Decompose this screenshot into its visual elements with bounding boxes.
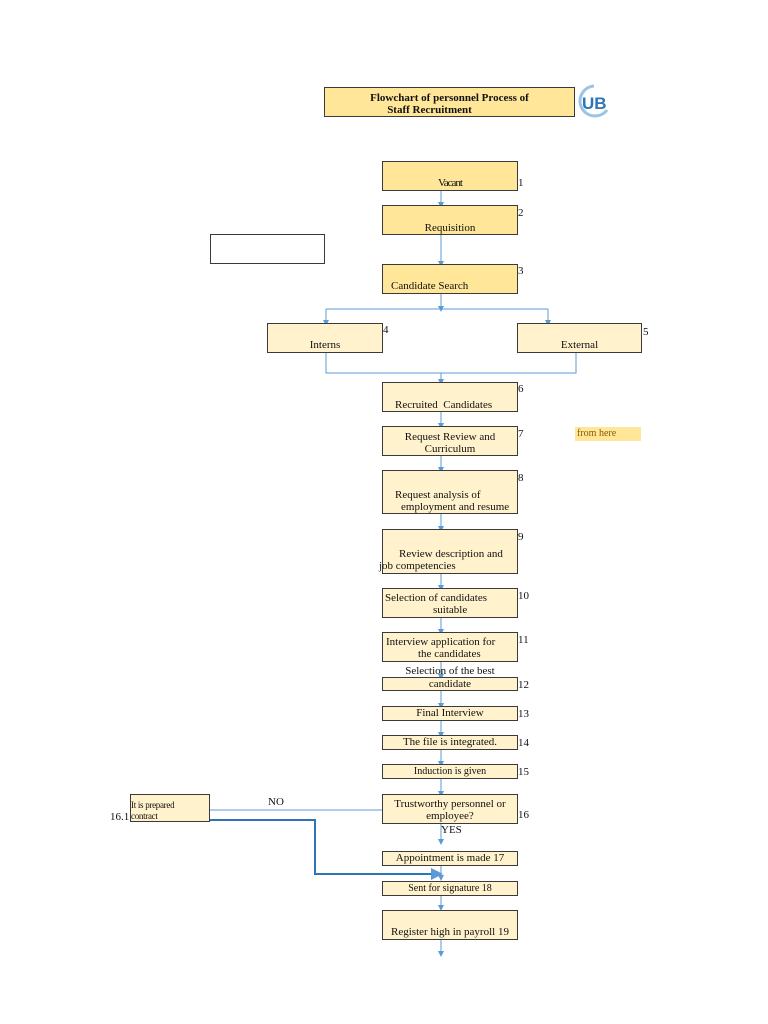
step-number: 14 bbox=[518, 737, 529, 749]
step-label: Vacant bbox=[438, 177, 463, 189]
step-selection-best: candidate bbox=[382, 677, 518, 691]
step-label: Candidate Search bbox=[391, 280, 469, 292]
step-label-line-1: Trustworthy personnel or bbox=[394, 798, 506, 810]
step-label-line-1: Interview application for bbox=[386, 636, 496, 648]
step-appointment: Appointment is made 17 bbox=[382, 851, 518, 866]
step-label-line-2: the candidates bbox=[418, 648, 481, 660]
step-label-line-1: Request Review and bbox=[404, 431, 496, 443]
step-interview-application: Interview application for the candidates bbox=[382, 632, 518, 662]
step-number: 12 bbox=[518, 679, 529, 691]
step-review-description: Review description and job competencies bbox=[379, 529, 518, 574]
note-box: from here bbox=[575, 427, 641, 441]
step-external: External bbox=[517, 323, 642, 353]
decision-no-label: NO bbox=[268, 796, 284, 808]
step-number: 16 bbox=[518, 809, 529, 821]
step-number: 15 bbox=[518, 766, 529, 778]
step-file-integrated: The file is integrated. bbox=[382, 735, 518, 750]
step-label-line-2: employee? bbox=[426, 810, 474, 822]
step-number: 9 bbox=[518, 531, 524, 543]
step-sent-signature: Sent for signature 18 bbox=[382, 881, 518, 896]
step-label: External bbox=[560, 339, 599, 351]
step-label: Sent for signature 18 bbox=[408, 883, 492, 894]
step-candidate-search: Candidate Search bbox=[382, 264, 518, 294]
step-prepare-contract: It is prepared contract bbox=[130, 794, 210, 822]
ub-logo: UB bbox=[577, 84, 611, 120]
step-label: The file is integrated. bbox=[402, 736, 498, 748]
step-label-line-2: candidate bbox=[428, 678, 472, 690]
step-register-payroll: Register high in payroll 19 bbox=[382, 910, 518, 940]
step-label-line-1: It is prepared bbox=[131, 800, 175, 810]
step-number: 3 bbox=[518, 265, 524, 277]
merge-line bbox=[325, 353, 577, 374]
step-trustworthy-decision: Trustworthy personnel or employee? bbox=[382, 794, 518, 824]
step-label: Requisition bbox=[424, 222, 476, 234]
step-label: Induction is given bbox=[413, 766, 487, 777]
step-number: 16.1 bbox=[110, 811, 130, 823]
step-selection-best-line-1: Selection of the best bbox=[405, 665, 495, 677]
step-label-line-2: job competencies bbox=[379, 560, 456, 572]
step-label: Register high in payroll 19 bbox=[391, 926, 509, 938]
step-label-line-1: Review description and bbox=[399, 548, 503, 560]
step-number: 4 bbox=[383, 324, 389, 336]
step-label: Recruited Candidates bbox=[395, 399, 493, 411]
step-number: 8 bbox=[518, 472, 524, 484]
step-label: Final Interview bbox=[416, 707, 484, 719]
step-vacant: Vacant bbox=[382, 161, 518, 191]
logo-text: UB bbox=[582, 94, 607, 113]
title-line-1: Flowchart of personnel Process of bbox=[370, 92, 529, 104]
step-label-line-1: Selection of candidates bbox=[385, 592, 488, 604]
step-number: 2 bbox=[518, 207, 524, 219]
step-request-analysis: Request analysis of employment and resum… bbox=[382, 470, 518, 514]
step-selection-candidates: Selection of candidates suitable bbox=[382, 588, 518, 618]
step-number: 5 bbox=[643, 326, 649, 338]
note-text: from here bbox=[577, 428, 617, 439]
step-label-line-2: contract bbox=[131, 811, 158, 821]
step-requisition: Requisition bbox=[382, 205, 518, 235]
step-label-line-2: Curriculum bbox=[424, 443, 476, 455]
empty-text-box bbox=[210, 234, 325, 264]
step-request-review: Request Review and Curriculum bbox=[382, 426, 518, 456]
step-number: 6 bbox=[518, 383, 524, 395]
step-label: Interns bbox=[309, 339, 341, 351]
step-label: Appointment is made 17 bbox=[395, 852, 505, 864]
ub-logo-icon: UB bbox=[578, 84, 609, 118]
step-final-interview: Final Interview bbox=[382, 706, 518, 721]
step-induction: Induction is given bbox=[382, 764, 518, 779]
title-line-2: Staff Recruitment bbox=[387, 104, 472, 116]
step-number: 1 bbox=[518, 177, 524, 189]
step-label-line-2: employment and resume bbox=[401, 501, 510, 513]
step-interns: Interns bbox=[267, 323, 383, 353]
step-number: 7 bbox=[518, 428, 524, 440]
contract-return-line bbox=[188, 819, 443, 880]
step-number: 11 bbox=[518, 634, 529, 646]
step-recruited-candidates: Recruited Candidates bbox=[382, 382, 518, 412]
title-box: Flowchart of personnel Process of Staff … bbox=[324, 87, 575, 117]
decision-yes-label: YES bbox=[441, 824, 462, 836]
step-label-line-2: suitable bbox=[433, 604, 468, 616]
step-label-line-1: Request analysis of bbox=[395, 489, 481, 501]
step-number: 13 bbox=[518, 708, 529, 720]
step-number: 10 bbox=[518, 590, 529, 602]
